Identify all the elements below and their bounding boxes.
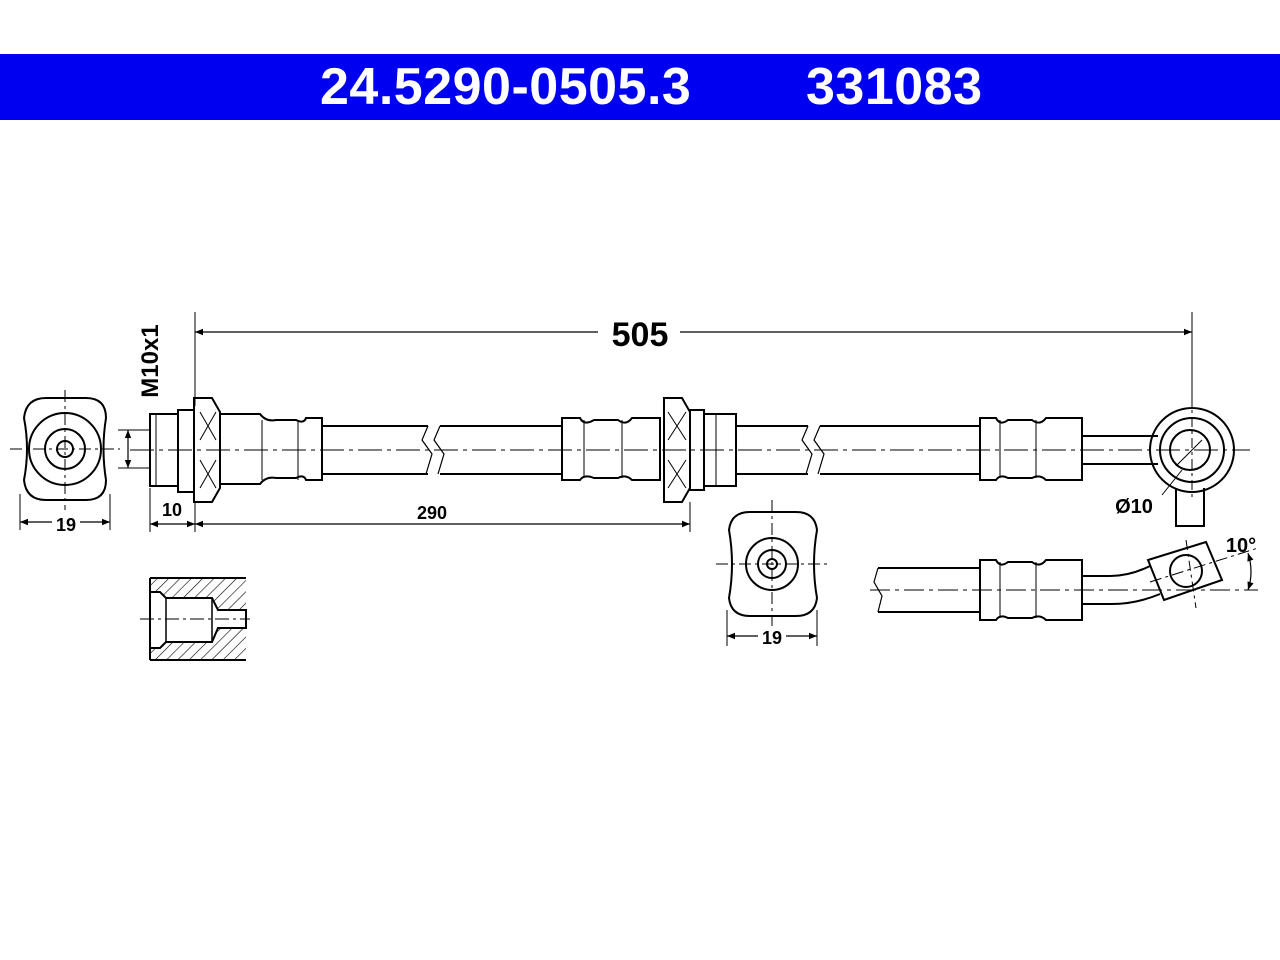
thread-length-label: 10 bbox=[162, 500, 182, 520]
eye-diameter-leader bbox=[1161, 469, 1183, 496]
port-section-view bbox=[140, 577, 250, 661]
left-end-width-label: 19 bbox=[56, 515, 76, 535]
reference-number: 331083 bbox=[806, 58, 983, 116]
hose-side-view bbox=[130, 396, 1250, 527]
overall-length-label: 505 bbox=[612, 316, 669, 354]
eye-end-width-label: 19 bbox=[762, 628, 782, 648]
bend-angle-label: 10° bbox=[1226, 535, 1256, 557]
thread-dimension bbox=[118, 429, 150, 469]
bent-banjo-view bbox=[870, 539, 1259, 621]
part-number: 24.5290-0505.3 bbox=[320, 58, 692, 116]
sleeve-distance-label: 290 bbox=[417, 503, 447, 523]
lower-dimensions bbox=[149, 488, 691, 532]
header-bar: 24.5290-0505.3 331083 bbox=[0, 54, 1280, 120]
eye-diameter-label: Ø10 bbox=[1115, 496, 1153, 518]
overall-length-dimension bbox=[194, 312, 1193, 408]
left-end-view bbox=[10, 390, 120, 530]
banjo-end-view bbox=[716, 500, 828, 646]
thread-size-label: M10x1 bbox=[137, 324, 164, 397]
